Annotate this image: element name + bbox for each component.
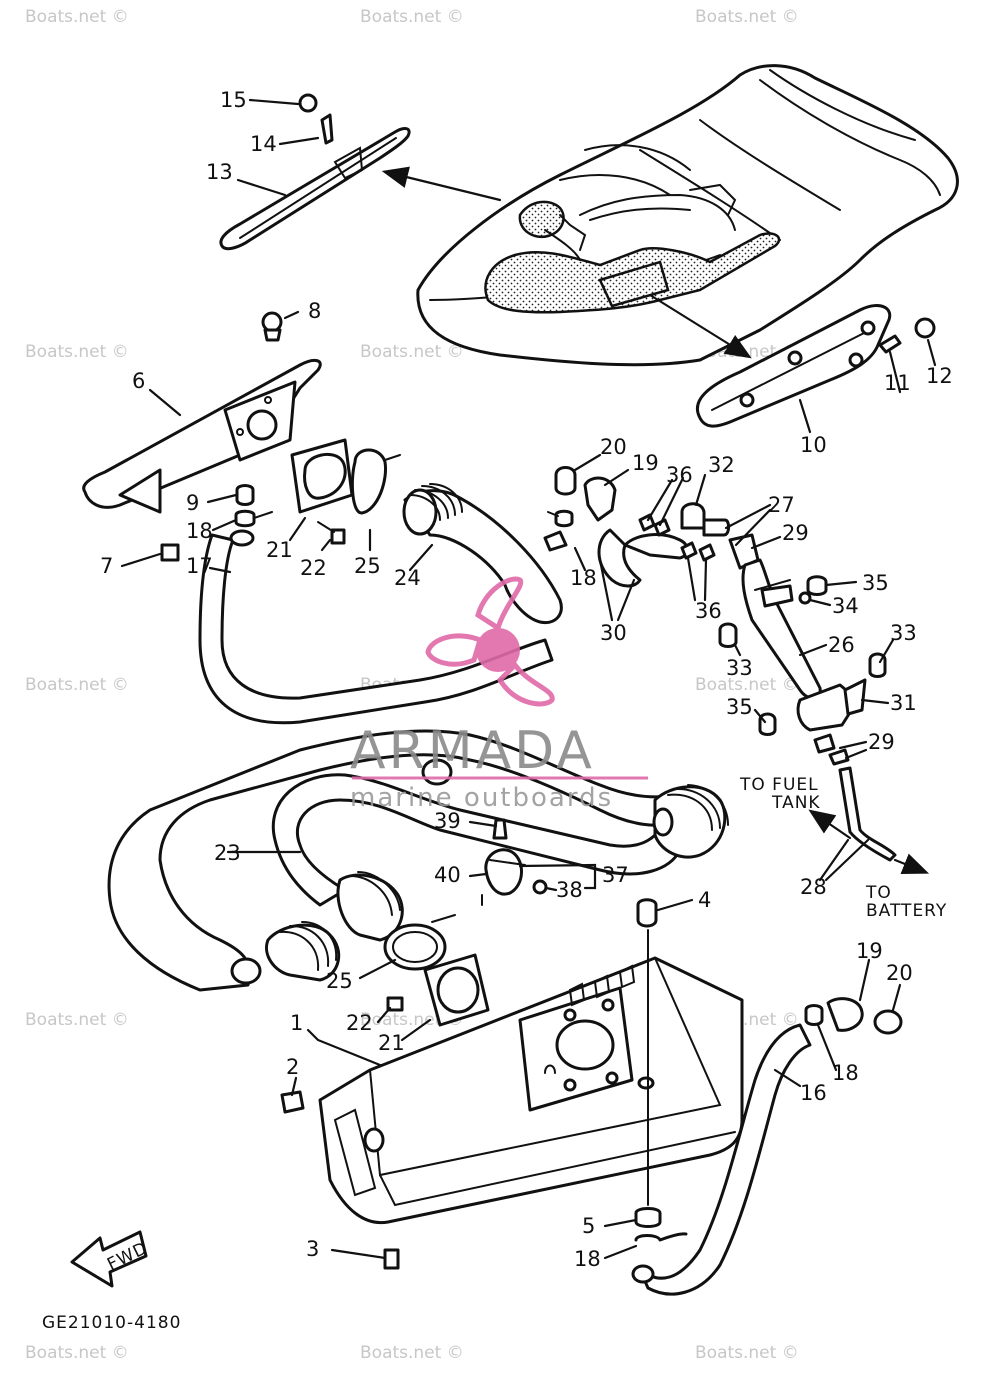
callout-4: 4 [698, 888, 711, 912]
watermark-text: Boats.net © [25, 342, 129, 362]
callout-39: 39 [434, 809, 461, 833]
fasteners-upper-left [160, 438, 401, 562]
watermark-text: Boats.net © [360, 342, 464, 362]
fwd-arrow-icon: FWD [70, 1230, 151, 1288]
callout-21: 21 [266, 538, 293, 562]
lower-bellows [265, 871, 490, 1027]
watermark-text: Boats.net © [360, 1343, 464, 1363]
callout-36: 36 [666, 463, 693, 487]
callout-8: 8 [308, 299, 321, 323]
callout-18: 18 [186, 519, 213, 543]
callout-18: 18 [574, 1247, 601, 1271]
callout-28: 28 [800, 875, 827, 899]
hull-deck [416, 64, 959, 367]
callout-14: 14 [250, 132, 277, 156]
watermark-text: Boats.net © [25, 1343, 129, 1363]
callouts: 15 14 13 8 6 9 18 7 17 21 22 25 24 20 19… [42, 88, 953, 1333]
callout-19: 19 [856, 939, 883, 963]
diagram-code: GE21010-4180 [42, 1313, 181, 1333]
callout-18: 18 [570, 566, 597, 590]
callout-10: 10 [800, 433, 827, 457]
callout-32: 32 [708, 453, 735, 477]
callout-34: 34 [832, 594, 859, 618]
callout-12: 12 [926, 364, 953, 388]
note-battery: BATTERY [866, 901, 947, 921]
callout-33: 33 [890, 621, 917, 645]
callout-3: 3 [306, 1237, 319, 1261]
callout-31: 31 [890, 691, 917, 715]
callout-22: 22 [300, 556, 327, 580]
callout-18: 18 [832, 1061, 859, 1085]
callout-29: 29 [868, 730, 895, 754]
callout-15: 15 [220, 88, 247, 112]
note-to: TO [865, 883, 892, 903]
air-box [280, 898, 744, 1270]
callout-27: 27 [768, 493, 795, 517]
watermark-text: Boats.net © [25, 1010, 129, 1030]
callout-23: 23 [214, 841, 241, 865]
callout-25: 25 [326, 969, 353, 993]
air-duct-cover [219, 93, 411, 251]
callout-17: 17 [186, 554, 213, 578]
side-cover [696, 304, 936, 428]
callout-36: 36 [695, 599, 722, 623]
watermark-text: Boats.net © [695, 675, 799, 695]
watermark-text: Boats.net © [25, 675, 129, 695]
callout-5: 5 [582, 1214, 595, 1238]
watermark-text: Boats.net © [695, 1343, 799, 1363]
callout-20: 20 [886, 961, 913, 985]
callout-13: 13 [206, 160, 233, 184]
brand-tagline: marine outboards [350, 783, 613, 813]
callout-26: 26 [828, 633, 855, 657]
note-to-fuel: TO FUEL [739, 775, 819, 795]
clamp-assembly [481, 818, 548, 906]
callout-19: 19 [632, 451, 659, 475]
callout-16: 16 [800, 1081, 827, 1105]
callout-35: 35 [862, 571, 889, 595]
watermark-text: Boats.net © [360, 7, 464, 27]
callout-24: 24 [394, 566, 421, 590]
callout-2: 2 [286, 1055, 299, 1079]
brand-logo: ARMADA marine outboards [350, 576, 648, 813]
brand-name: ARMADA [350, 721, 595, 781]
vent-hose-assembly [543, 466, 897, 862]
callout-1: 1 [290, 1011, 303, 1035]
callout-37: 37 [602, 863, 629, 887]
callout-11: 11 [884, 371, 911, 395]
callout-21: 21 [378, 1031, 405, 1055]
watermark-text: Boats.net © [25, 7, 129, 27]
callout-25: 25 [354, 554, 381, 578]
callout-9: 9 [186, 491, 199, 515]
duct-cover [82, 311, 322, 514]
callout-22: 22 [346, 1011, 373, 1035]
callout-6: 6 [132, 369, 145, 393]
watermark-text: Boats.net © [695, 7, 799, 27]
callout-35: 35 [726, 695, 753, 719]
callout-29: 29 [782, 521, 809, 545]
callout-30: 30 [600, 621, 627, 645]
callout-40: 40 [434, 863, 461, 887]
callout-38: 38 [556, 878, 583, 902]
callout-33: 33 [726, 656, 753, 680]
note-tank: TANK [771, 793, 821, 813]
callout-20: 20 [600, 435, 627, 459]
callout-7: 7 [100, 554, 113, 578]
propeller-icon [425, 576, 555, 707]
